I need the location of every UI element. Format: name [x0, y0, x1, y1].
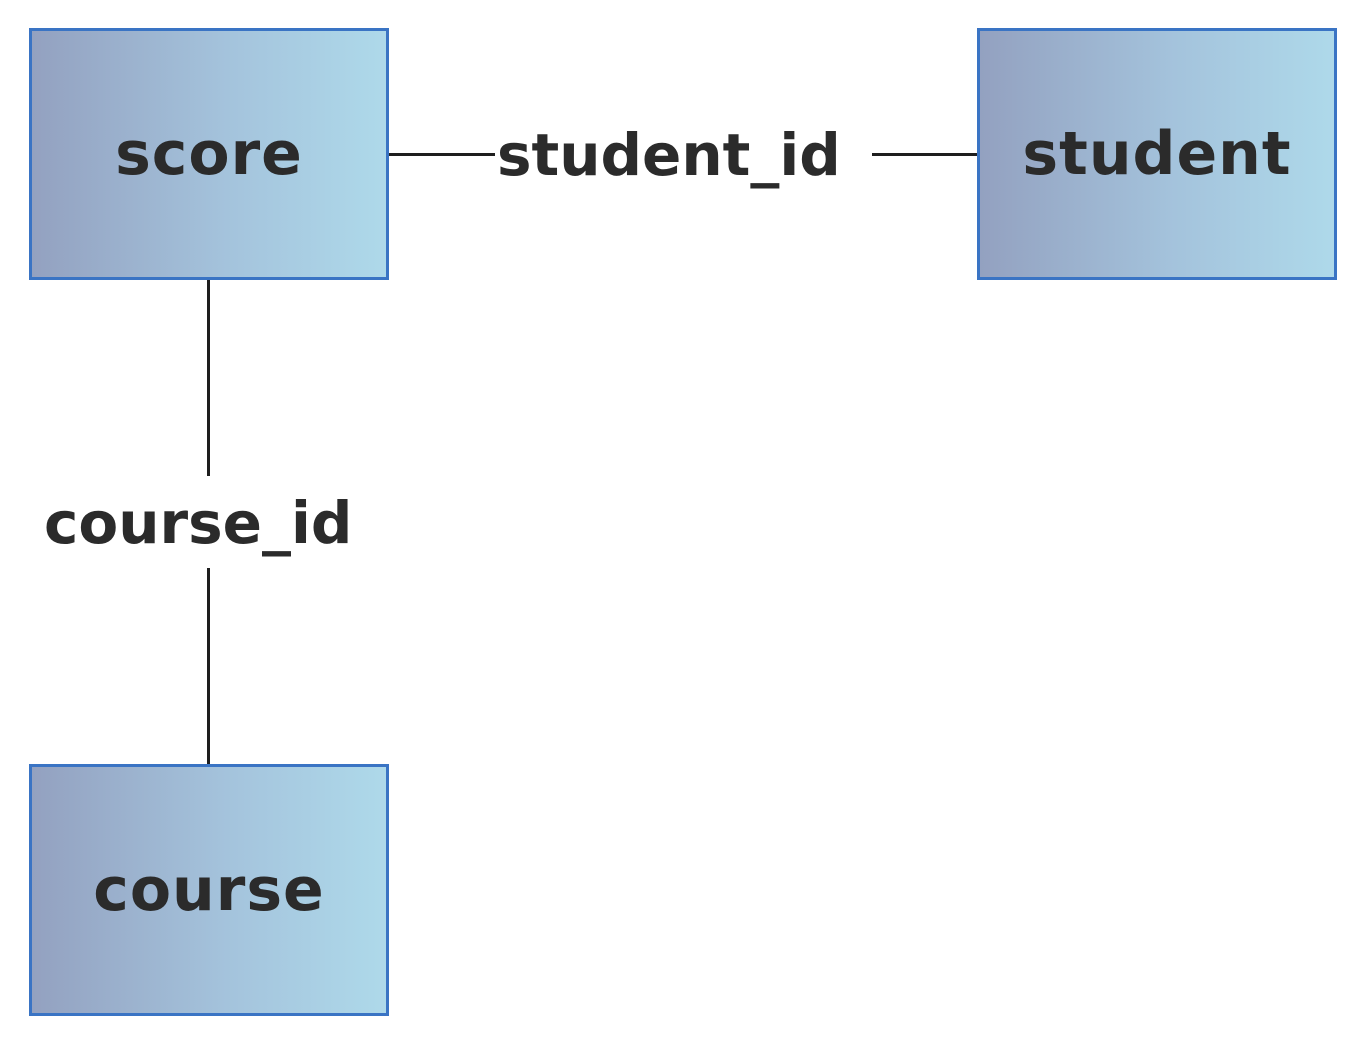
relationship-label-student-id: student_id	[497, 121, 841, 189]
entity-course[interactable]: course	[29, 764, 389, 1016]
relationship-label-course-id: course_id	[44, 489, 353, 557]
connector-score-student-right	[872, 153, 977, 156]
connector-score-student-left	[389, 153, 495, 156]
connector-score-course-top	[207, 280, 210, 476]
entity-course-label: course	[93, 855, 325, 925]
connector-score-course-bottom	[207, 568, 210, 764]
entity-student-label: student	[1022, 119, 1292, 189]
entity-score[interactable]: score	[29, 28, 389, 280]
entity-student[interactable]: student	[977, 28, 1337, 280]
entity-score-label: score	[115, 119, 303, 189]
